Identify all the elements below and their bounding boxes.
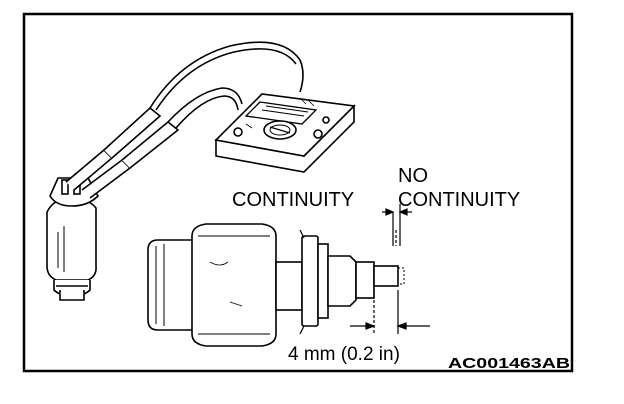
label-no: NO [398,165,428,187]
ohmmeter [214,93,356,173]
stoplight-switch-probe [46,177,99,301]
dimension-label: 4 mm (0.2 in) [288,344,400,365]
label-continuity: CONTINUITY [232,189,354,211]
figure-code: AC001463AB [448,355,570,372]
label-no-continuity: CONTINUITY [398,189,520,211]
switch-side-view [147,223,405,347]
dimension-lines [350,204,430,334]
figure-frame [22,12,574,373]
test-leads [65,41,304,199]
